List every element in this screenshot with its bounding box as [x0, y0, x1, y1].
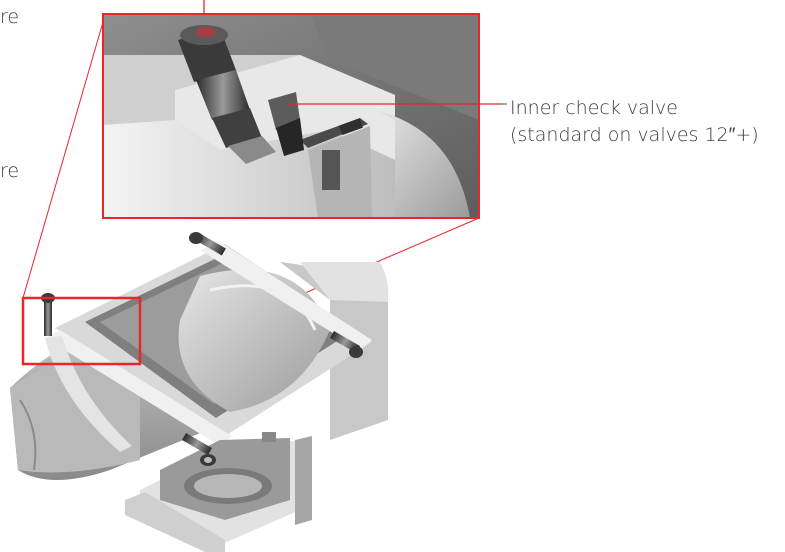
clipped-label-middle: re: [0, 160, 20, 182]
callout-line-2: (standard on valves 12″+): [510, 124, 759, 146]
callout-line-1: Inner check valve: [510, 97, 678, 119]
detail-inset-frame: [102, 13, 480, 219]
detail-inset: [103, 14, 479, 218]
bolt-bottom: [182, 433, 216, 466]
bolt-top: [189, 232, 226, 256]
check-valve-fitting: [178, 25, 304, 164]
clipped-label-top: re: [0, 6, 20, 28]
bolt-right: [330, 331, 363, 358]
check-valve-callout: Inner check valve (standard on valves 12…: [510, 95, 759, 149]
detail-highlight-box: [21, 296, 142, 366]
bolt-left-top: [41, 293, 55, 336]
main-valve: [10, 242, 389, 552]
